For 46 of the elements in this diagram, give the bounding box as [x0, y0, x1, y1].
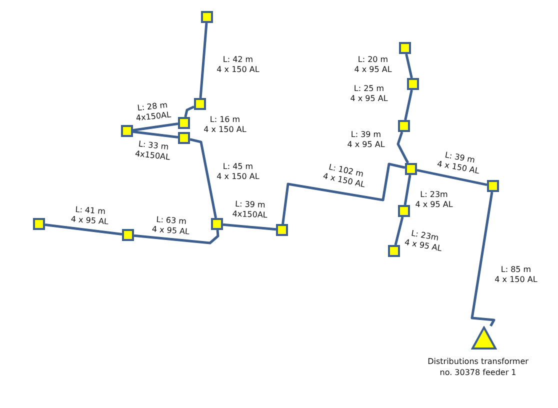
cabinet-square: [122, 229, 134, 241]
cabinet-square: [407, 78, 419, 90]
cable-line: [190, 138, 218, 218]
cable-line: [134, 230, 220, 244]
edge-label: L: 39 m 4 x 95 AL: [346, 130, 386, 150]
cable-line: [416, 168, 488, 186]
edge-label: L: 20 m 4 x 95 AL: [353, 55, 393, 75]
cable-line: [394, 216, 404, 246]
cable-line: [199, 22, 208, 98]
edge-label: L: 25 m 4 x 95 AL: [349, 84, 389, 104]
cable-line: [470, 192, 496, 327]
cabinet-square: [399, 42, 411, 54]
cable-line: [184, 106, 195, 118]
edge-label: L: 42 m 4 x 150 AL: [216, 55, 260, 75]
cabinet-square: [405, 163, 417, 175]
cabinet-square: [388, 245, 400, 257]
cabinet-square: [276, 224, 288, 236]
cabinet-square: [201, 11, 213, 23]
edge-label: L: 45 m 4 x 150 AL: [216, 162, 260, 182]
edge-label: L: 41 m 4 x 95 AL: [70, 204, 110, 228]
cabinet-square: [121, 125, 133, 137]
cable-line: [396, 132, 409, 164]
cable-line: [405, 54, 413, 78]
cable-line: [282, 162, 406, 224]
edge-label: L: 16 m 4 x 150 AL: [202, 115, 248, 135]
cable-line: [44, 223, 122, 236]
cabinet-square: [178, 117, 190, 129]
transformer-caption: Distributions transformer no. 30378 feeder 1: [428, 356, 528, 378]
cabinet-square: [398, 205, 410, 217]
edge-label: L: 39 m 4x150AL: [231, 199, 269, 221]
transformer-triangle: [471, 326, 497, 350]
edge-label: L: 85 m 4 x 150 AL: [494, 265, 538, 285]
cabinet-square: [194, 98, 206, 110]
cable-line: [132, 130, 178, 139]
cabinet-square: [487, 180, 499, 192]
cabinet-square: [178, 132, 190, 144]
cable-line: [222, 223, 276, 231]
edge-label: L: 23m 4 x 95 AL: [414, 190, 454, 210]
cabinet-square: [211, 218, 223, 230]
cable-line: [132, 122, 178, 132]
edge-label: L: 63 m 4 x 95 AL: [150, 214, 192, 238]
cable-line: [404, 90, 413, 120]
edge-label: L: 33 m 4x150AL: [134, 139, 172, 163]
cable-line: [404, 174, 412, 206]
cabinet-square: [398, 120, 410, 132]
cabinet-square: [33, 218, 45, 230]
